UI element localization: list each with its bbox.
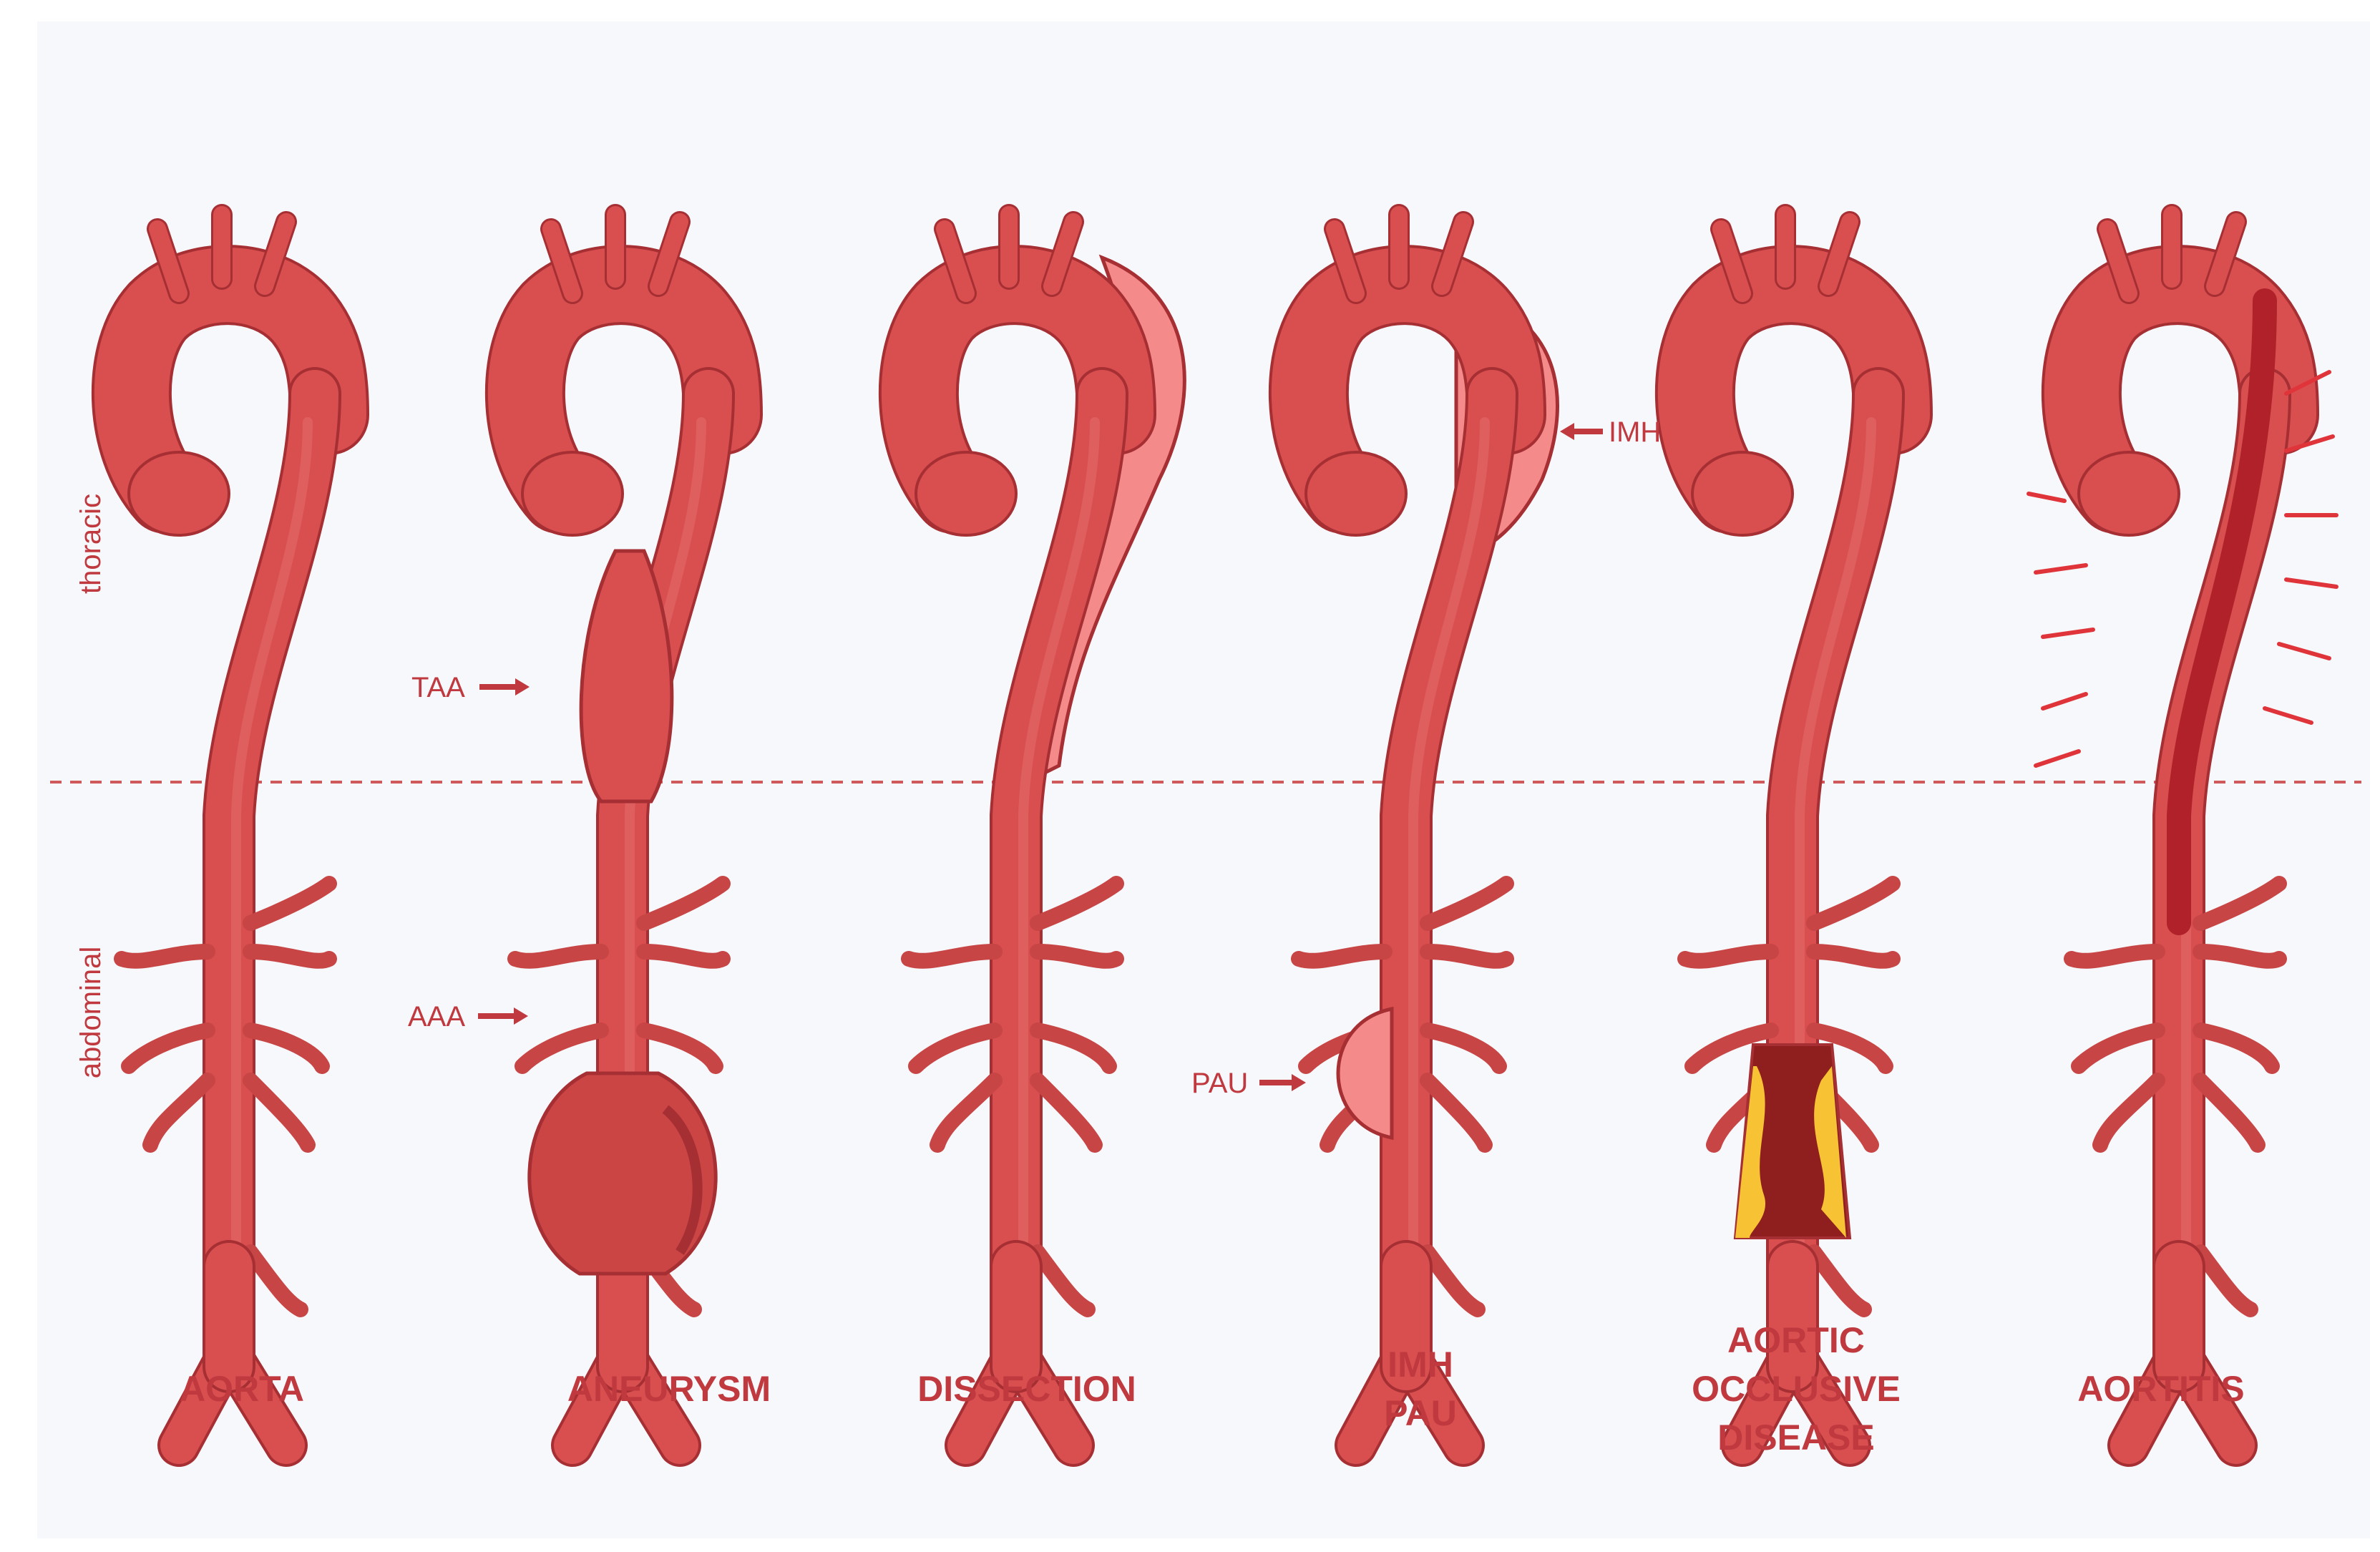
thoracic-aneurysm-bulge <box>579 549 674 804</box>
column-labels: AORTA ANEURYSM DISSECTION IMH PAU AORTIC OCCLU… <box>180 1320 2245 1458</box>
abdominal-aneurysm-bulge <box>527 1071 718 1276</box>
column-label-occlusive-line-2: OCCLUSIVE <box>1692 1369 1901 1409</box>
aaa-label: AAA <box>408 1001 465 1033</box>
column-label-aortitis-line-1: AORTITIS <box>2077 1369 2244 1409</box>
column-label-aneurysm-line-1: ANEURYSM <box>567 1369 771 1409</box>
figure-panel <box>37 21 2370 1538</box>
pau-label: PAU <box>1191 1068 1248 1099</box>
penetrating-ulcer <box>1336 1006 1394 1141</box>
inflamed-wall <box>2167 288 2277 935</box>
abdominal-label: abdominal <box>75 947 107 1079</box>
pau-arrow <box>1259 1074 1306 1091</box>
column-label-aorta-line-1: AORTA <box>180 1369 304 1409</box>
aorta-imh-pau <box>1299 215 1559 1445</box>
aorta-normal <box>122 215 329 1445</box>
column-label-imh-pau-line-2: PAU <box>1384 1393 1457 1433</box>
aorta-dissection <box>909 215 1186 1445</box>
column-label-occlusive-line-3: DISEASE <box>1717 1417 1875 1458</box>
aorta-aneurysm <box>515 215 723 1445</box>
imh-label: IMH <box>1609 416 1661 448</box>
column-label-imh-pau-line-1: IMH <box>1387 1344 1453 1385</box>
aorta-aortitis <box>2027 215 2338 1445</box>
column-label-dissection-line-1: DISSECTION <box>917 1369 1136 1409</box>
taa-label: TAA <box>411 672 465 703</box>
taa-arrow <box>479 678 530 696</box>
aaa-arrow <box>478 1007 528 1025</box>
thoracic-label: thoracic <box>75 494 107 594</box>
inflammation-rays <box>2027 370 2338 768</box>
imh-arrow <box>1560 423 1603 440</box>
aorta-occlusive <box>1685 215 1893 1445</box>
column-label-occlusive-line-1: AORTIC <box>1727 1320 1865 1360</box>
